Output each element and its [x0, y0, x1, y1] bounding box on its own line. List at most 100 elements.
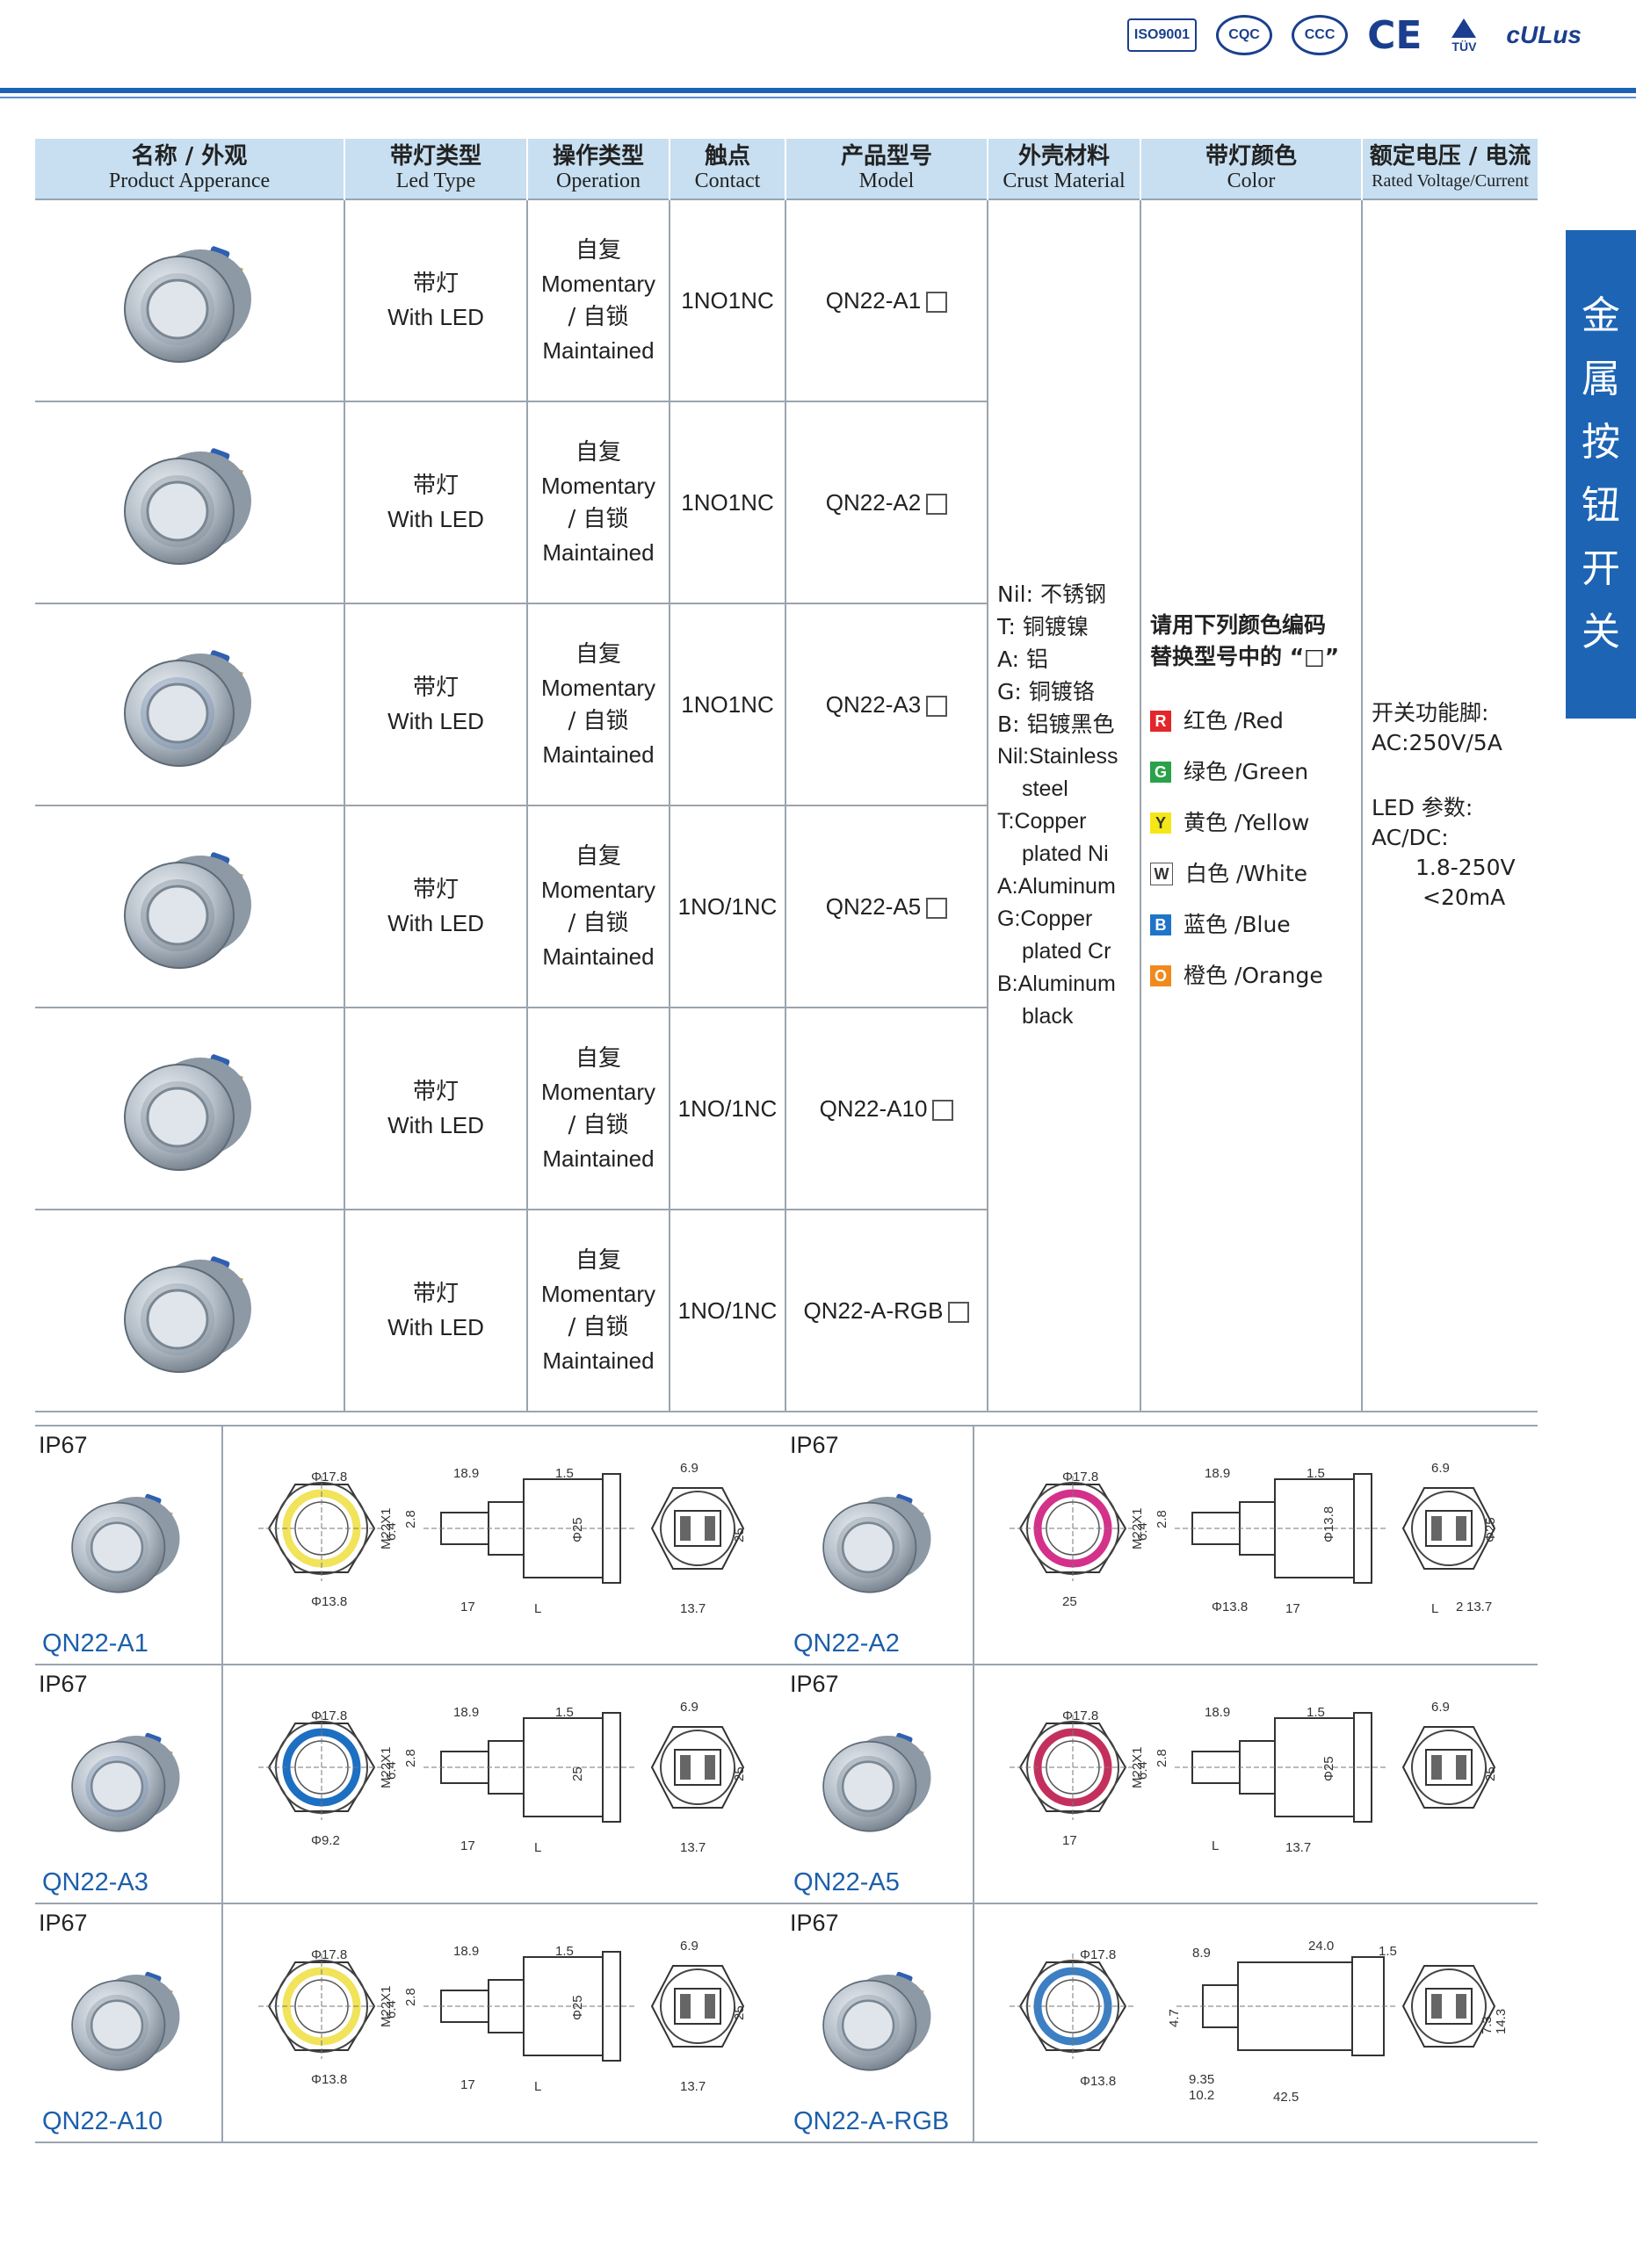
color-swatch-icon: W [1150, 863, 1173, 885]
dimension-label: 6.9 [680, 1939, 699, 1954]
dimension-label: Φ13.8 [1321, 1506, 1336, 1542]
model-cell: QN22-A2 [785, 401, 988, 604]
dimension-label: Φ13.8 [1080, 2074, 1116, 2089]
operation-line: 自复 [575, 641, 621, 668]
dimension-label: 2.8 [1155, 1510, 1169, 1528]
color-code-box-icon [926, 292, 948, 314]
contact-cell: 1NO1NC [670, 603, 786, 806]
operation-line: 自复 [575, 843, 621, 870]
color-code-box-icon [948, 1302, 970, 1324]
color-label: 绿色 /Green [1184, 759, 1309, 784]
header-rule-thin [0, 97, 1636, 98]
drawing-model-name: QN22-A3 [42, 1868, 148, 1896]
dimension-label: 6.4 [1135, 1522, 1150, 1541]
material-line: A:Aluminum [997, 874, 1116, 899]
iso-badge-icon: ISO9001 [1126, 18, 1198, 52]
dimension-label: 8.9 [1192, 1946, 1211, 1961]
side-tab-char: 属 [1582, 357, 1620, 401]
dimension-label: 25 [1483, 1766, 1498, 1781]
drawing-model-name: QN22-A10 [42, 2107, 163, 2135]
dimension-label: 6.4 [1135, 1761, 1150, 1780]
dimension-label: 13.7 [680, 1601, 706, 1616]
color-code-box-icon [932, 1100, 954, 1122]
dimension-label: 4.7 [1167, 2009, 1182, 2027]
material-line: T: 铜镀镍 [997, 614, 1089, 639]
material-line: T:Copper [997, 809, 1087, 834]
operation-line: / 自锁 [568, 708, 629, 734]
dimension-label: 6.4 [384, 1761, 399, 1780]
operation-line: / 自锁 [568, 1112, 629, 1138]
model-cell: QN22-A5 [785, 805, 988, 1008]
dimension-label: Φ13.8 [311, 2072, 347, 2087]
operation-line: 自复 [575, 237, 621, 264]
dimension-label: Φ17.8 [311, 1947, 347, 1962]
color-label: 橙色 /Orange [1184, 963, 1323, 988]
dimension-label: 24.0 [1308, 1939, 1334, 1954]
dimension-label: 18.9 [1205, 1705, 1230, 1720]
model-cell: QN22-A3 [785, 603, 988, 806]
operation-line: Momentary [540, 473, 656, 499]
color-swatch-icon: G [1150, 762, 1171, 783]
product-appearance-cell [35, 401, 345, 604]
voltage-line: <20mA [1422, 885, 1506, 910]
led-type-zh: 带灯 [412, 473, 459, 499]
drawing-model-name: QN22-A2 [793, 1629, 900, 1658]
material-line: G: 铜镀铬 [997, 679, 1095, 704]
operation-line: Maintained [542, 943, 655, 970]
dimension-label: 17 [1285, 1601, 1300, 1616]
ip-rating: IP67 [790, 1671, 839, 1697]
operation-line: Maintained [542, 337, 655, 364]
drawing-label-cell: IP67 QN22-A-RGB [786, 1904, 974, 2142]
dimension-label: 1.5 [555, 1944, 574, 1959]
led-type-zh: 带灯 [412, 675, 459, 701]
dimension-label: 2.8 [1155, 1749, 1169, 1767]
product-photo [123, 650, 251, 767]
dimension-label: L [534, 1601, 541, 1616]
side-tab-char: 按 [1582, 420, 1620, 465]
side-tab-char: 关 [1582, 610, 1620, 654]
operation-line: Maintained [542, 741, 655, 768]
dimension-label: 17 [460, 2077, 475, 2092]
product-appearance-cell [35, 603, 345, 806]
dimension-label: Φ25 [1321, 1756, 1336, 1781]
product-photo [123, 448, 251, 565]
dimension-label: Φ17.8 [1062, 1708, 1098, 1723]
product-appearance-cell [35, 1008, 345, 1210]
contact-cell: 1NO/1NC [670, 805, 786, 1008]
material-line: Nil: 不锈钢 [997, 581, 1106, 607]
dimension-label: 18.9 [453, 1466, 479, 1481]
dimension-label: M22X1 [379, 1507, 394, 1549]
model-code: QN22-A2 [825, 489, 922, 516]
dimension-label: 6.9 [680, 1700, 699, 1715]
dimension-label: 17 [460, 1600, 475, 1614]
product-photo [71, 1971, 180, 2071]
ip-rating: IP67 [39, 1671, 88, 1697]
operation-line: / 自锁 [568, 1314, 629, 1340]
color-option: R 红色 /Red [1150, 696, 1352, 747]
color-cell: 请用下列颜色编码替换型号中的 “□” R 红色 /Red G 绿色 /Green… [1140, 199, 1363, 1412]
product-photo [123, 1256, 251, 1373]
dimension-label: L [1431, 1601, 1438, 1616]
color-swatch-icon: O [1150, 965, 1171, 986]
